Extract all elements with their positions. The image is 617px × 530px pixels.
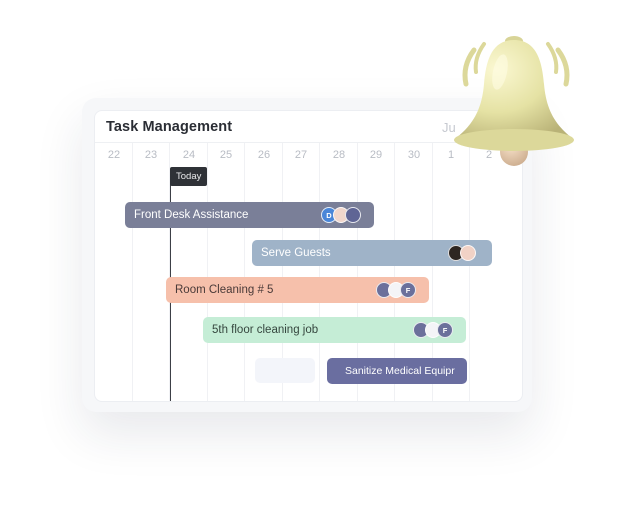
- column-divider: [132, 143, 133, 401]
- day-label: 22: [107, 149, 121, 161]
- avatar: F: [437, 322, 453, 338]
- column-divider: [282, 143, 283, 401]
- column-divider: [469, 143, 470, 401]
- day-label: 24: [182, 149, 196, 161]
- column-divider: [244, 143, 245, 401]
- today-badge: Today: [170, 167, 208, 186]
- task-bar-sanitize[interactable]: Sanitize Medical Equipr: [327, 358, 467, 384]
- task-label: Front Desk Assistance: [134, 209, 249, 221]
- header-divider: [95, 142, 522, 143]
- day-label: 25: [219, 149, 233, 161]
- task-label: Serve Guests: [261, 247, 331, 259]
- column-divider: [394, 143, 395, 401]
- column-divider: [169, 143, 170, 401]
- day-label: 26: [257, 149, 271, 161]
- gantt-panel: Task Management Ju 22 23 24 25 26 27 28 …: [94, 110, 523, 402]
- day-label: 28: [332, 149, 346, 161]
- task-bar-5th-floor[interactable]: 5th floor cleaning job F: [203, 317, 466, 343]
- month-label: Ju: [442, 120, 456, 135]
- column-divider: [319, 143, 320, 401]
- task-label: Room Cleaning # 5: [175, 284, 274, 296]
- task-bar-serve-guests[interactable]: Serve Guests: [252, 240, 492, 266]
- task-bar-front-desk[interactable]: Front Desk Assistance D: [125, 202, 374, 228]
- day-label: 23: [144, 149, 158, 161]
- task-bar-room-cleaning[interactable]: Room Cleaning # 5 F: [166, 277, 429, 303]
- day-label: 1: [447, 149, 455, 161]
- panel-title: Task Management: [106, 119, 233, 135]
- day-label: 2: [485, 149, 493, 161]
- avatar: [345, 207, 361, 223]
- column-divider: [207, 143, 208, 401]
- task-label: Sanitize Medical Equipr: [345, 365, 455, 377]
- task-label: 5th floor cleaning job: [212, 324, 319, 336]
- day-label: 30: [407, 149, 421, 161]
- placeholder-bar: [255, 358, 315, 383]
- day-label: 27: [294, 149, 308, 161]
- avatar: F: [400, 282, 416, 298]
- day-label: 29: [369, 149, 383, 161]
- avatar: [460, 245, 476, 261]
- bell-icon: [454, 36, 574, 166]
- column-divider: [357, 143, 358, 401]
- column-divider: [432, 143, 433, 401]
